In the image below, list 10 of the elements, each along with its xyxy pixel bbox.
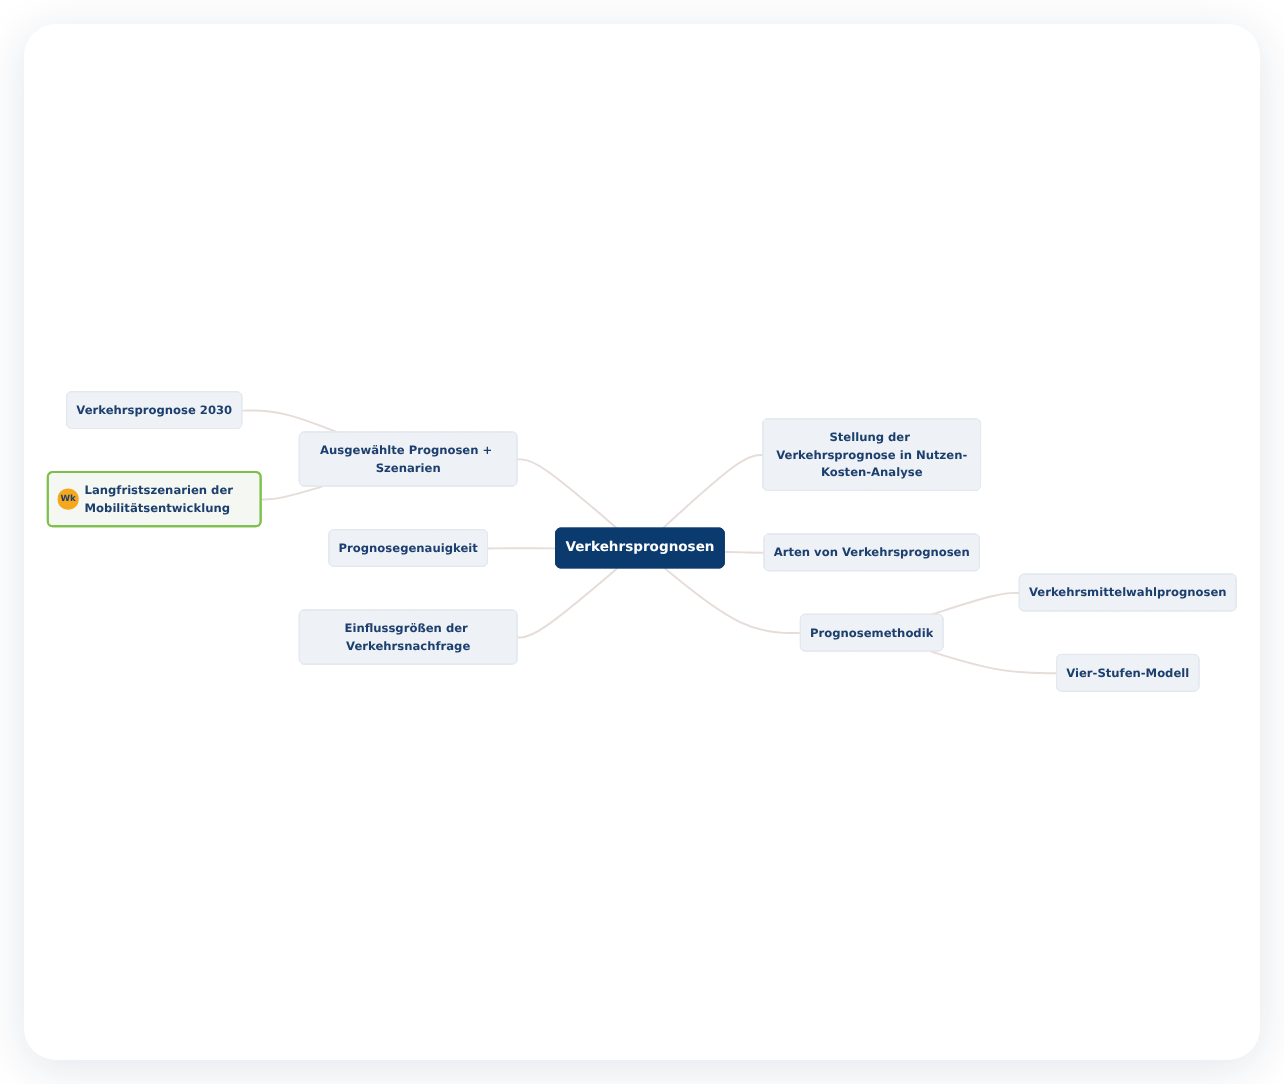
connector [663,567,802,635]
connector [487,547,558,550]
connector [516,458,619,531]
connector [929,592,1021,617]
connector [260,486,324,502]
connector [661,454,765,531]
connector [516,567,619,639]
connector [723,551,766,555]
connector [929,651,1058,675]
connector [241,410,339,434]
